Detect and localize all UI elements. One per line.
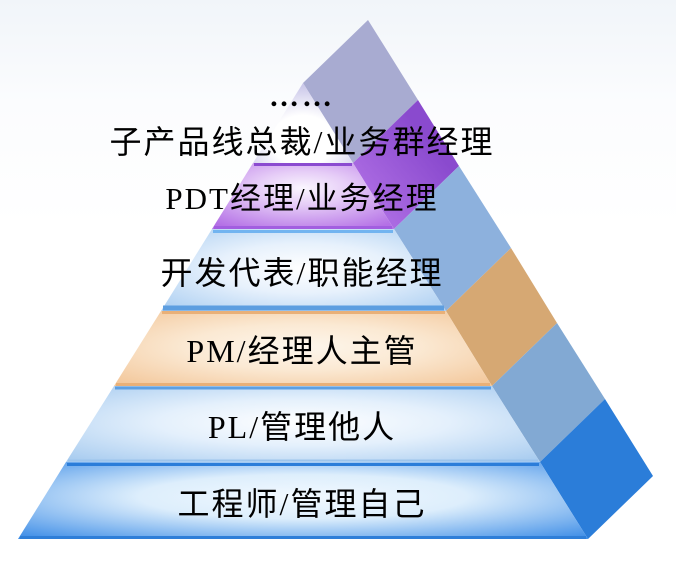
level-4-side-face xyxy=(446,248,557,386)
level-6-front-face xyxy=(18,462,588,539)
level-5-side-face xyxy=(492,323,605,462)
level-1-side-face xyxy=(303,20,418,163)
level-6-side-face xyxy=(540,399,653,539)
level-1-front-face xyxy=(253,83,353,163)
level-3-front-face xyxy=(161,229,446,311)
level-2-side-face xyxy=(353,100,459,229)
level-3-side-face xyxy=(394,166,511,311)
level-5-front-face xyxy=(66,386,540,462)
level-4-front-face xyxy=(114,311,492,386)
level-2-front-face xyxy=(212,163,394,229)
